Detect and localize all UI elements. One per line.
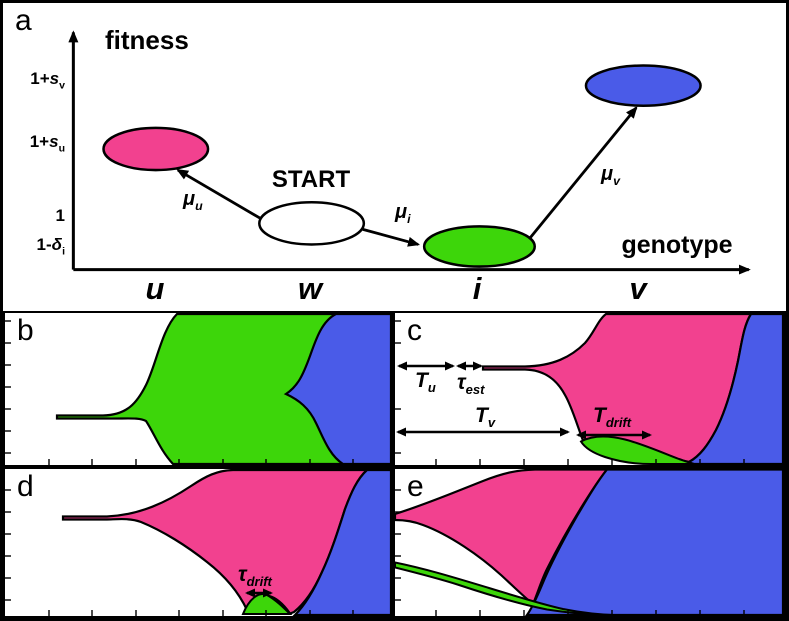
panel-e-label: e (407, 470, 424, 503)
panel-d-label: d (17, 470, 34, 503)
ytick-1-plus-sv: 1+sv (3, 69, 65, 95)
muller-plot-d (5, 469, 391, 616)
ann-sub: u (427, 380, 436, 396)
muller-plot-b (5, 313, 391, 465)
ytick-pre: 1+ (29, 132, 50, 151)
mutation-arrow-i (362, 228, 421, 247)
axis-ticks (5, 489, 354, 616)
ytick-var: s (49, 132, 59, 151)
area-genotype-i (395, 561, 618, 616)
area-genotype-u (61, 469, 370, 615)
genotype-w-label: w (297, 271, 323, 306)
panel-a: a fitness 1+sv 1+su 1 1-δi START genotyp… (3, 3, 786, 311)
ytick-var: s (49, 69, 60, 88)
mu-var: μ (183, 188, 196, 210)
genotype-i-label: i (472, 271, 482, 306)
genotype-v-ellipse (584, 64, 702, 107)
tdrift-label: Tdrift (593, 405, 631, 434)
panel-c: c Tu τest Tv Tdrift (393, 311, 786, 467)
ann-var: T (593, 404, 606, 427)
genotype-u-label: u (145, 271, 165, 306)
ann-var: T (415, 369, 428, 392)
ann-var: T (475, 404, 488, 427)
ann-var: τ (238, 563, 247, 586)
panel-b-label: b (17, 314, 34, 347)
ytick-1-plus-su: 1+su (3, 132, 65, 158)
fitness-landscape-diagram (68, 30, 751, 275)
axis-ticks (5, 320, 354, 465)
mutation-arrow-u (176, 168, 262, 220)
panel-b: b (3, 311, 393, 467)
axis-ticks (395, 320, 745, 465)
ytick-1-minus-di: 1-δi (3, 235, 65, 261)
ann-sub: est (465, 382, 485, 398)
mutation-arrow-v (528, 106, 638, 240)
genotype-u-ellipse (102, 126, 210, 172)
tv-label: Tv (475, 405, 495, 434)
ytick-pre: 1 (55, 206, 65, 225)
area-genotype-v (283, 313, 391, 465)
mu-v-label: μv (601, 163, 620, 188)
area-genotype-v (524, 469, 784, 616)
ann-sub: v (487, 415, 496, 431)
ytick-1: 1 (3, 206, 65, 232)
ytick-sub: i (62, 245, 65, 258)
panel-a-label: a (15, 4, 32, 37)
ytick-var: δ (51, 235, 63, 254)
panel-c-label: c (407, 314, 422, 347)
muller-plot-c (395, 313, 784, 465)
panel-e: e (393, 467, 786, 618)
y-axis-title: fitness (105, 25, 189, 55)
area-genotype-v (292, 469, 391, 616)
genotype-i-ellipse (422, 225, 536, 268)
x-axis-title: genotype (621, 231, 733, 259)
area-genotype-i (55, 313, 391, 465)
mu-sub: u (195, 199, 203, 213)
genotype-w-ellipse (258, 200, 366, 246)
ann-var: τ (457, 371, 466, 394)
ann-sub: drift (246, 574, 272, 590)
mu-i-label: μi (395, 201, 411, 226)
tu-label: Tu (415, 370, 436, 399)
ytick-sub: u (58, 142, 65, 155)
ann-sub: drift (605, 415, 632, 431)
tau-est-label: τest (457, 372, 484, 401)
mu-sub: v (613, 174, 620, 188)
ytick-pre: 1+ (30, 69, 50, 88)
mu-var: μ (601, 163, 614, 185)
start-label: START (271, 166, 351, 193)
ytick-sub: v (59, 79, 65, 92)
mu-sub: i (407, 212, 411, 226)
mu-u-label: μu (183, 188, 203, 213)
tau-drift-label: τdrift (238, 564, 272, 593)
genotype-v-label: v (629, 271, 647, 306)
muller-plot-e (395, 469, 784, 616)
area-genotype-u (395, 469, 609, 606)
area-genotype-v (686, 313, 784, 465)
axis-ticks (395, 489, 745, 616)
ytick-pre: 1- (36, 235, 52, 254)
mu-var: μ (395, 201, 408, 223)
panel-d: d τdrift (3, 467, 393, 618)
